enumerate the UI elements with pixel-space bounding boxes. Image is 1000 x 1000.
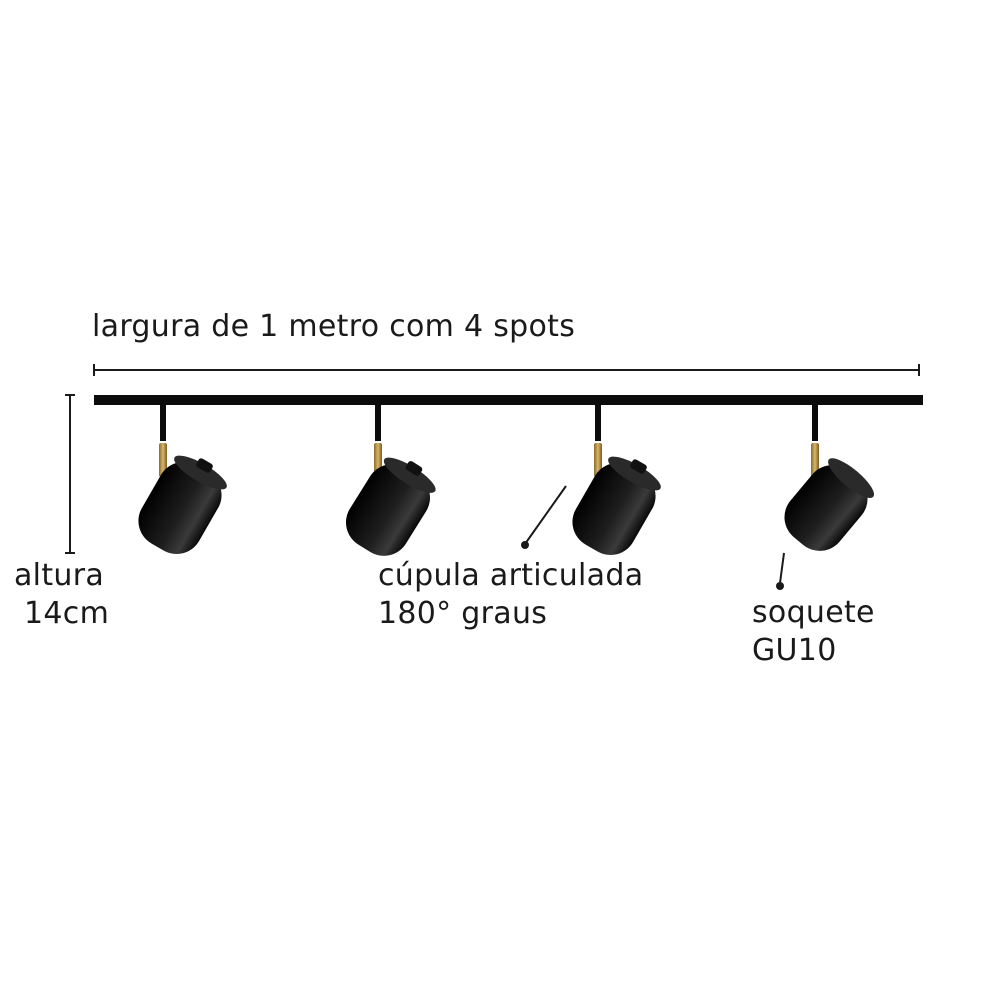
track-rail — [94, 395, 923, 405]
soquete-label-line2: GU10 — [752, 632, 837, 668]
height-label-line1: altura — [14, 558, 105, 593]
spot-3 — [572, 405, 661, 555]
height-label: altura 14cm — [14, 557, 109, 632]
cupula-label: cúpula articulada 180° graus — [378, 557, 643, 632]
width-dimension-line — [93, 364, 920, 376]
spot-1 — [138, 405, 227, 554]
spot-4 — [784, 405, 875, 551]
soquete-label-line1: soquete — [752, 595, 875, 630]
height-label-line2: 14cm — [24, 595, 110, 631]
spot-2 — [345, 405, 436, 556]
cupula-callout-line — [521, 485, 567, 549]
cupula-label-line2: 180° graus — [378, 595, 548, 631]
width-label: largura de 1 metro com 4 spots — [92, 309, 576, 344]
soquete-label: soquete GU10 — [752, 594, 875, 669]
height-dimension-line — [65, 394, 75, 554]
soquete-callout-line — [776, 552, 785, 590]
cupula-label-line1: cúpula articulada — [378, 558, 644, 593]
